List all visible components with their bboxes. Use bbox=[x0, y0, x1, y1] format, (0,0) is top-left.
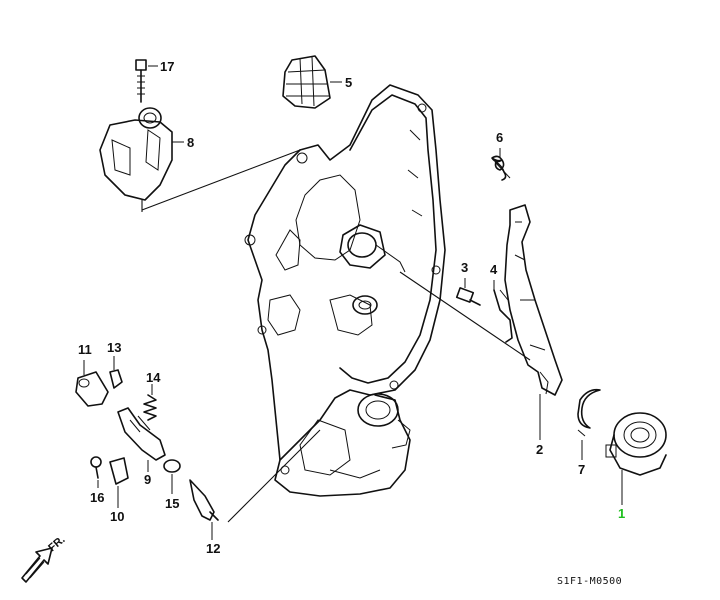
callout-leaders bbox=[83, 65, 623, 540]
part-11-lever bbox=[75, 371, 109, 407]
part-5-boot bbox=[282, 55, 331, 109]
callout-4[interactable]: 4 bbox=[490, 262, 498, 277]
callout-15[interactable]: 15 bbox=[165, 496, 179, 511]
callout-12[interactable]: 12 bbox=[206, 541, 220, 556]
part-10-bracket bbox=[109, 457, 129, 485]
part-7-circlip bbox=[577, 388, 601, 437]
callout-13[interactable]: 13 bbox=[107, 340, 121, 355]
part-2-release-fork bbox=[504, 204, 563, 396]
callout-17[interactable]: 17 bbox=[160, 59, 174, 74]
callout-7[interactable]: 7 bbox=[578, 462, 585, 477]
part-12-rod bbox=[189, 479, 219, 521]
callout-1[interactable]: 1 bbox=[618, 506, 625, 521]
callout-6[interactable]: 6 bbox=[496, 130, 503, 145]
part-6-spring bbox=[491, 155, 511, 181]
callout-9[interactable]: 9 bbox=[144, 472, 151, 487]
part-14-spring bbox=[143, 394, 157, 421]
callout-3[interactable]: 3 bbox=[461, 260, 468, 275]
part-17-bolt bbox=[135, 59, 147, 103]
part-13-clip bbox=[109, 369, 123, 389]
diagram-code: S1F1-M0500 bbox=[557, 576, 622, 587]
part-9-shaft bbox=[117, 407, 166, 461]
callout-14[interactable]: 14 bbox=[146, 370, 161, 385]
part-15-oring bbox=[163, 459, 181, 473]
part-1-release-bearing bbox=[605, 412, 667, 476]
front-direction-indicator: FR. bbox=[21, 534, 68, 583]
front-label: FR. bbox=[46, 534, 67, 555]
transmission-housing bbox=[244, 84, 446, 497]
callout-10[interactable]: 10 bbox=[110, 509, 124, 524]
part-16-bolt bbox=[90, 456, 102, 479]
callout-5[interactable]: 5 bbox=[345, 75, 352, 90]
callout-labels: 17 5 8 6 3 4 2 7 1 11 13 14 9 10 15 16 1… bbox=[78, 59, 625, 556]
callout-11[interactable]: 11 bbox=[78, 342, 92, 357]
reference-lines bbox=[141, 149, 531, 523]
part-8-bracket bbox=[99, 107, 173, 201]
part-3-pivot-bolt bbox=[455, 287, 481, 306]
callout-8[interactable]: 8 bbox=[187, 135, 194, 150]
callout-16[interactable]: 16 bbox=[90, 490, 104, 505]
callout-2[interactable]: 2 bbox=[536, 442, 543, 457]
part-4-clip bbox=[493, 289, 513, 343]
